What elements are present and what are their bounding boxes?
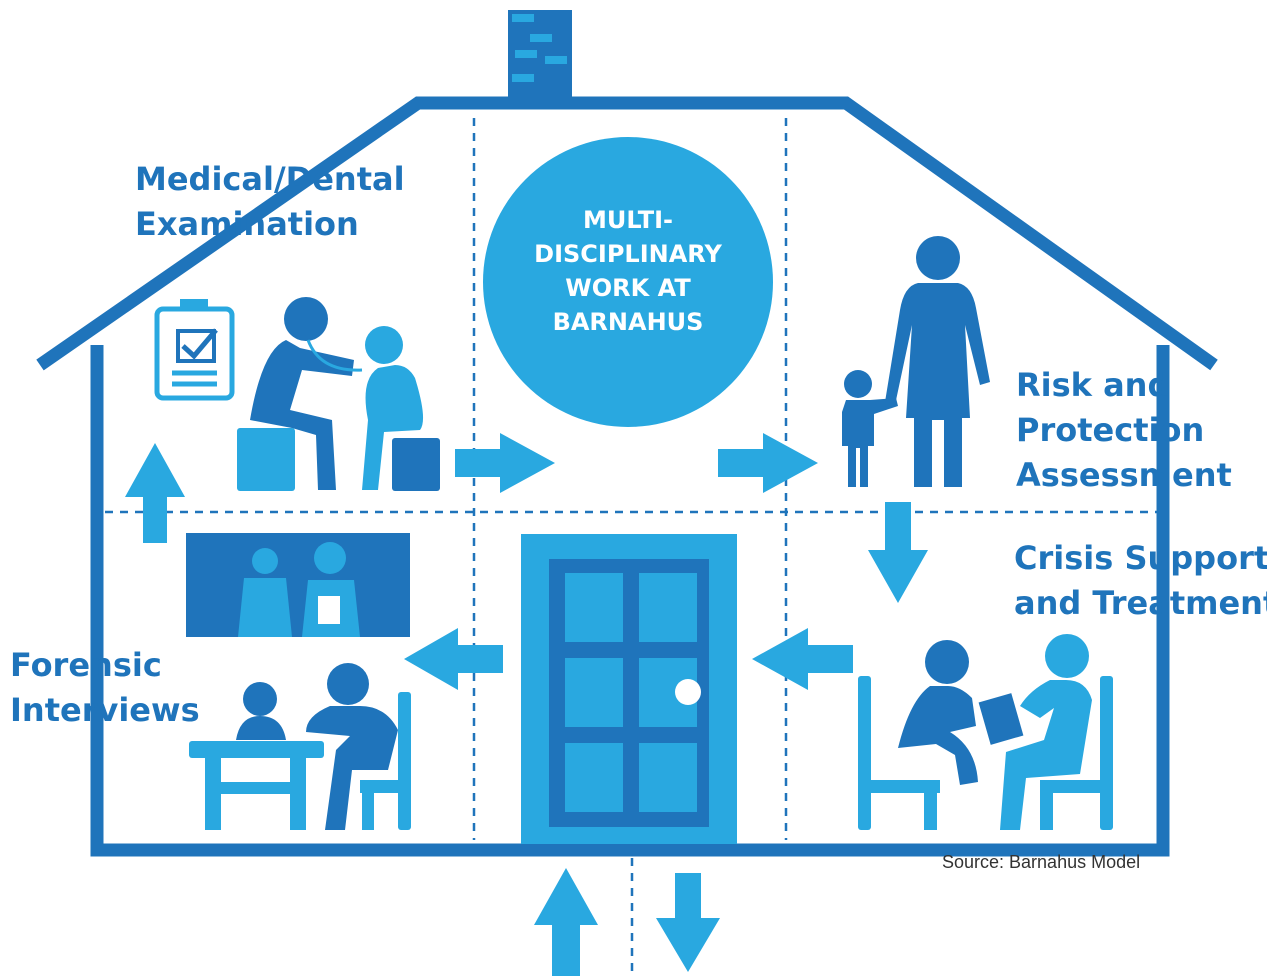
medical-label-line1: Medical/Dental xyxy=(135,160,405,198)
arrow-icon xyxy=(125,433,928,976)
center-label-line3: WORK AT xyxy=(565,274,691,302)
risk-label-line2: Protection xyxy=(1016,411,1205,449)
risk-label-line1: Risk and xyxy=(1016,366,1171,404)
crisis-support-label: Crisis Support and Treatment xyxy=(1014,536,1267,626)
crisis-label-line1: Crisis Support xyxy=(1014,539,1267,577)
mother-child-icon xyxy=(842,236,990,487)
forensic-screen-icon xyxy=(186,533,410,637)
door-icon xyxy=(521,534,737,844)
risk-assessment-label: Risk and Protection Assessment xyxy=(1016,363,1232,498)
center-circle xyxy=(483,137,773,427)
medical-examination-label: Medical/Dental Examination xyxy=(135,157,405,247)
chimney-icon xyxy=(508,10,572,98)
source-caption: Source: Barnahus Model xyxy=(942,852,1141,872)
forensic-label-line1: Forensic xyxy=(10,646,162,684)
medical-label-line2: Examination xyxy=(135,205,359,243)
interview-table-icon xyxy=(189,663,411,830)
doctor-patient-icon xyxy=(237,297,440,491)
center-circle-label: MULTI- DISCIPLINARY WORK AT BARNAHUS xyxy=(487,203,769,339)
center-label-line1: MULTI- xyxy=(583,206,673,234)
clipboard-check-icon xyxy=(154,299,235,401)
risk-label-line3: Assessment xyxy=(1016,456,1232,494)
forensic-label-line2: Interviews xyxy=(10,691,200,729)
crisis-label-line2: and Treatment xyxy=(1014,584,1267,622)
counseling-chairs-icon xyxy=(858,634,1113,830)
center-label-line4: BARNAHUS xyxy=(552,308,704,336)
center-label-line2: DISCIPLINARY xyxy=(534,240,722,268)
house-icon xyxy=(36,96,1218,857)
forensic-interviews-label: Forensic Interviews xyxy=(10,643,200,733)
